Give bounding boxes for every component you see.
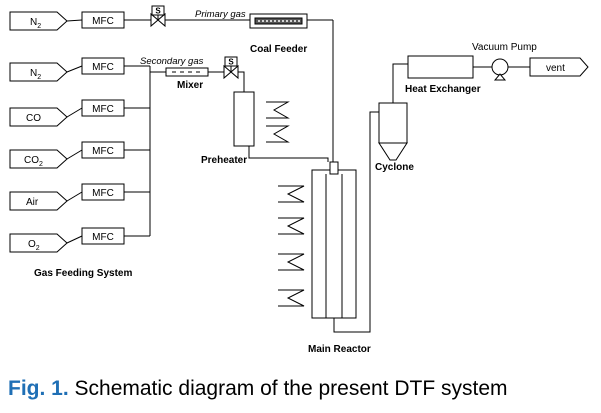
gas-source-o2 [9,233,68,253]
gas-source-air [9,191,68,211]
gas-label-o2: O2 [28,239,40,252]
mfc-label: MFC [92,62,114,73]
mixer [165,67,209,77]
mixer-label: Mixer [177,80,203,91]
valve-label: S [228,58,234,67]
gas-label-co: CO [26,113,41,124]
cyclone [378,102,408,161]
valve-label: S [155,7,161,16]
mfc-label: MFC [92,16,114,27]
mfc-label: MFC [92,146,114,157]
gas-label-co2: CO2 [24,155,43,168]
gas-label-n2-primary: N2 [30,17,41,30]
mfc-label: MFC [92,104,114,115]
figure-caption-text: Schematic diagram of the present DTF sys… [69,377,508,400]
vacuum-pump [491,58,509,81]
preheater-label: Preheater [201,155,247,166]
solenoid-valve-secondary [223,56,239,80]
figure-caption-prefix: Fig. 1. [8,377,69,400]
heat-exchanger [407,55,474,79]
solenoid-valve-primary [150,5,166,28]
figure-caption: Fig. 1. Schematic diagram of the present… [8,377,508,400]
mfc-label: MFC [92,188,114,199]
gas-feeding-system-label: Gas Feeding System [34,268,132,279]
gas-label-n2-secondary: N2 [30,68,41,81]
gas-source-n2-primary [9,11,68,31]
primary-gas-label: Primary gas [195,9,246,20]
preheater [233,91,290,147]
cyclone-label: Cyclone [375,162,414,173]
coal-feeder-label: Coal Feeder [250,44,307,55]
gas-source-co [9,107,68,127]
heat-exchanger-label: Heat Exchanger [405,84,481,95]
secondary-gas-label: Secondary gas [140,56,204,67]
gas-label-air: Air [26,197,39,208]
gas-source-co2 [9,149,68,169]
main-reactor [278,161,357,319]
vacuum-pump-label: Vacuum Pump [472,42,537,53]
gas-source-n2-secondary [9,62,68,82]
mfc-label: MFC [92,232,114,243]
coal-feeder [249,13,308,29]
vent-outlet [529,57,589,77]
vent-label: vent [546,63,565,74]
main-reactor-label: Main Reactor [308,344,371,355]
